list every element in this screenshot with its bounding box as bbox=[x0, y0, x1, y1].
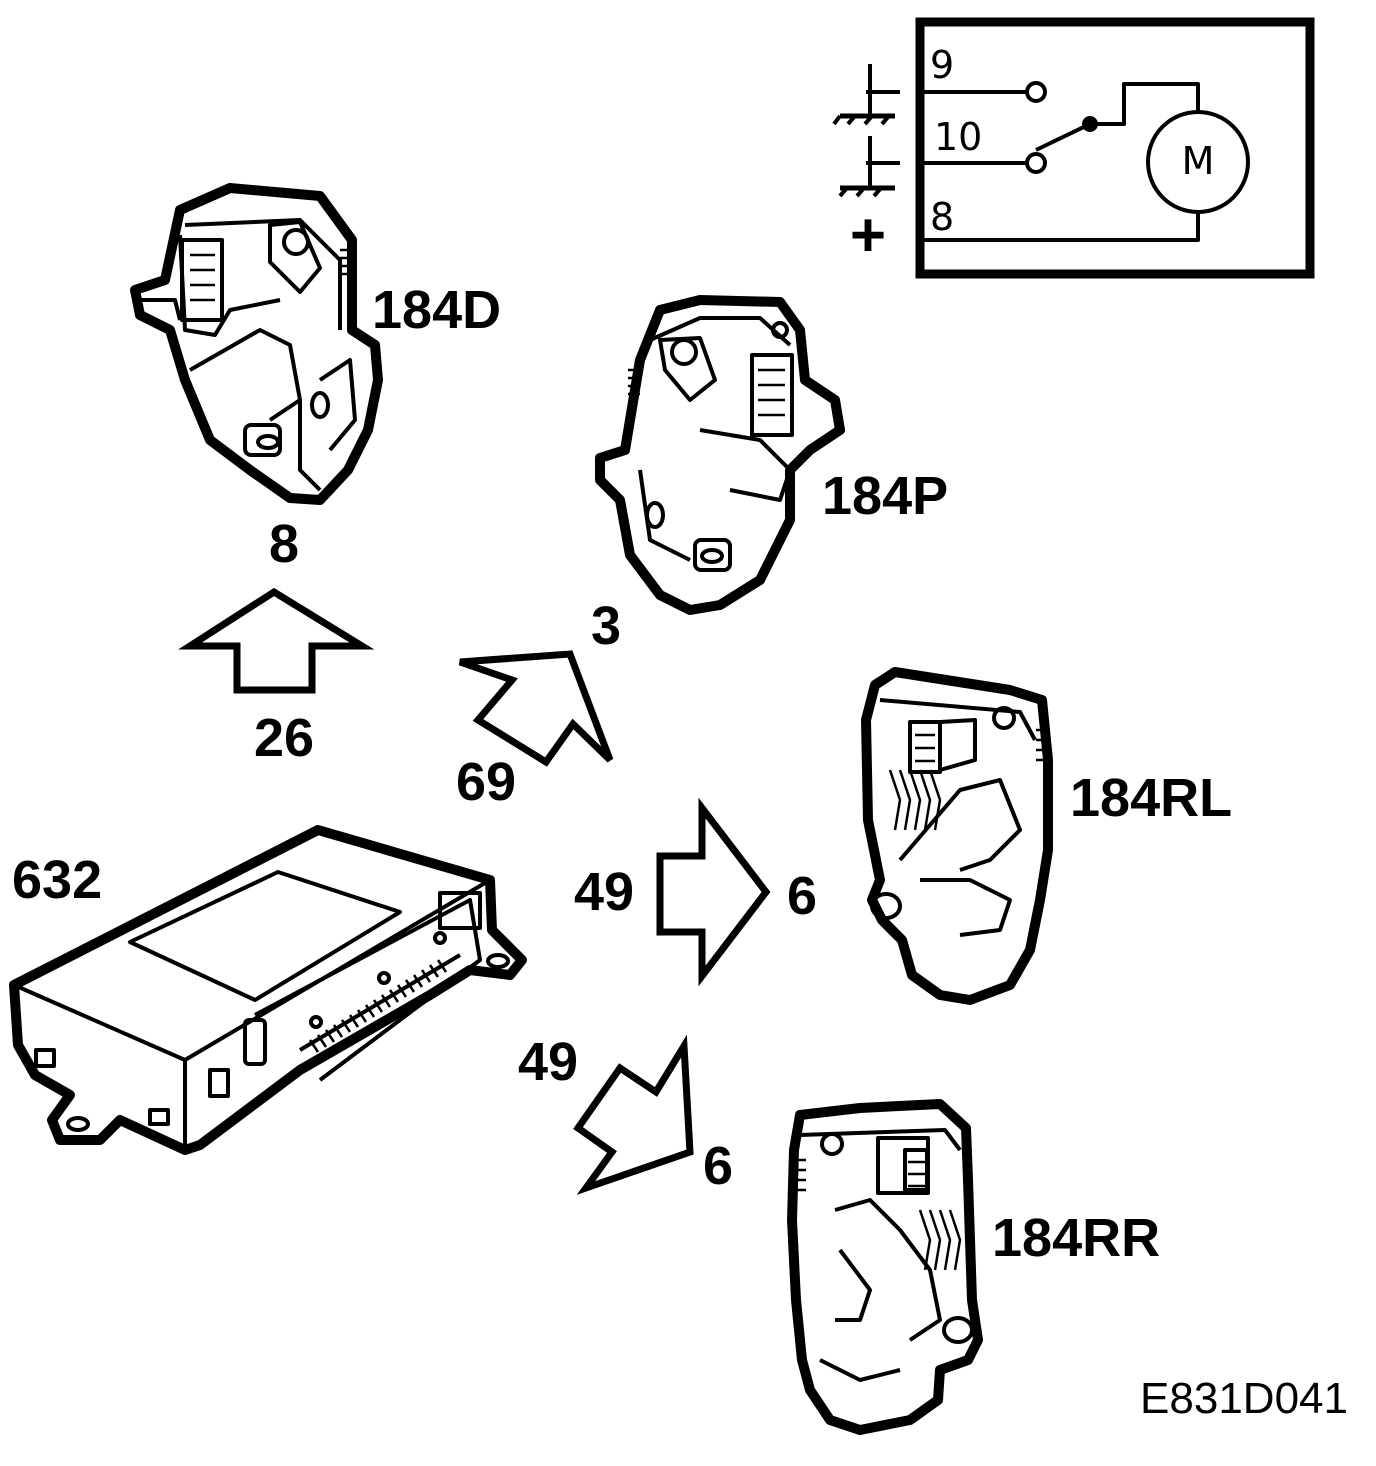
schematic-pin-9: 9 bbox=[930, 43, 954, 87]
door-lock-184rl bbox=[861, 667, 1053, 1005]
door-lock-184p bbox=[595, 295, 845, 615]
schematic-pin-10: 10 bbox=[934, 115, 982, 159]
door-lock-184d bbox=[130, 183, 383, 505]
figure-reference: E831D041 bbox=[1140, 1374, 1348, 1423]
pin-label-rear-right: 6 bbox=[703, 1136, 733, 1196]
motor-switch-schematic: M 9 10 8 + bbox=[832, 17, 1315, 279]
switch-contact-9 bbox=[1025, 81, 1047, 103]
wire-label-26: 26 bbox=[254, 708, 314, 768]
supply-plus-symbol: + bbox=[850, 201, 886, 270]
label-632: 632 bbox=[12, 850, 102, 910]
motor-label: M bbox=[1182, 139, 1215, 183]
pin-label-passenger: 3 bbox=[591, 596, 621, 656]
wire-label-69: 69 bbox=[456, 752, 516, 812]
schematic-pin-8: 8 bbox=[930, 195, 954, 239]
label-184rr: 184RR bbox=[992, 1208, 1160, 1268]
wire-label-49-rear-right: 49 bbox=[518, 1032, 578, 1092]
pin-label-driver: 8 bbox=[269, 514, 299, 574]
door-lock-184rr bbox=[787, 1099, 983, 1435]
wire-arrow-right-icon bbox=[656, 797, 771, 987]
ground-icon bbox=[832, 64, 900, 126]
pin-label-rear-left: 6 bbox=[787, 866, 817, 926]
label-184p: 184P bbox=[822, 466, 948, 526]
wire-arrow-diagonal-down-icon bbox=[573, 1034, 694, 1195]
ground-icon bbox=[838, 136, 900, 198]
wire-label-49-rear-left: 49 bbox=[574, 862, 634, 922]
control-module-632 bbox=[9, 825, 527, 1155]
label-184rl: 184RL bbox=[1070, 768, 1232, 828]
wire-arrow-diagonal-icon bbox=[458, 650, 614, 767]
wire-arrow-up-icon bbox=[178, 587, 375, 694]
switch-contact-10 bbox=[1025, 152, 1047, 174]
label-184d: 184D bbox=[372, 280, 501, 340]
